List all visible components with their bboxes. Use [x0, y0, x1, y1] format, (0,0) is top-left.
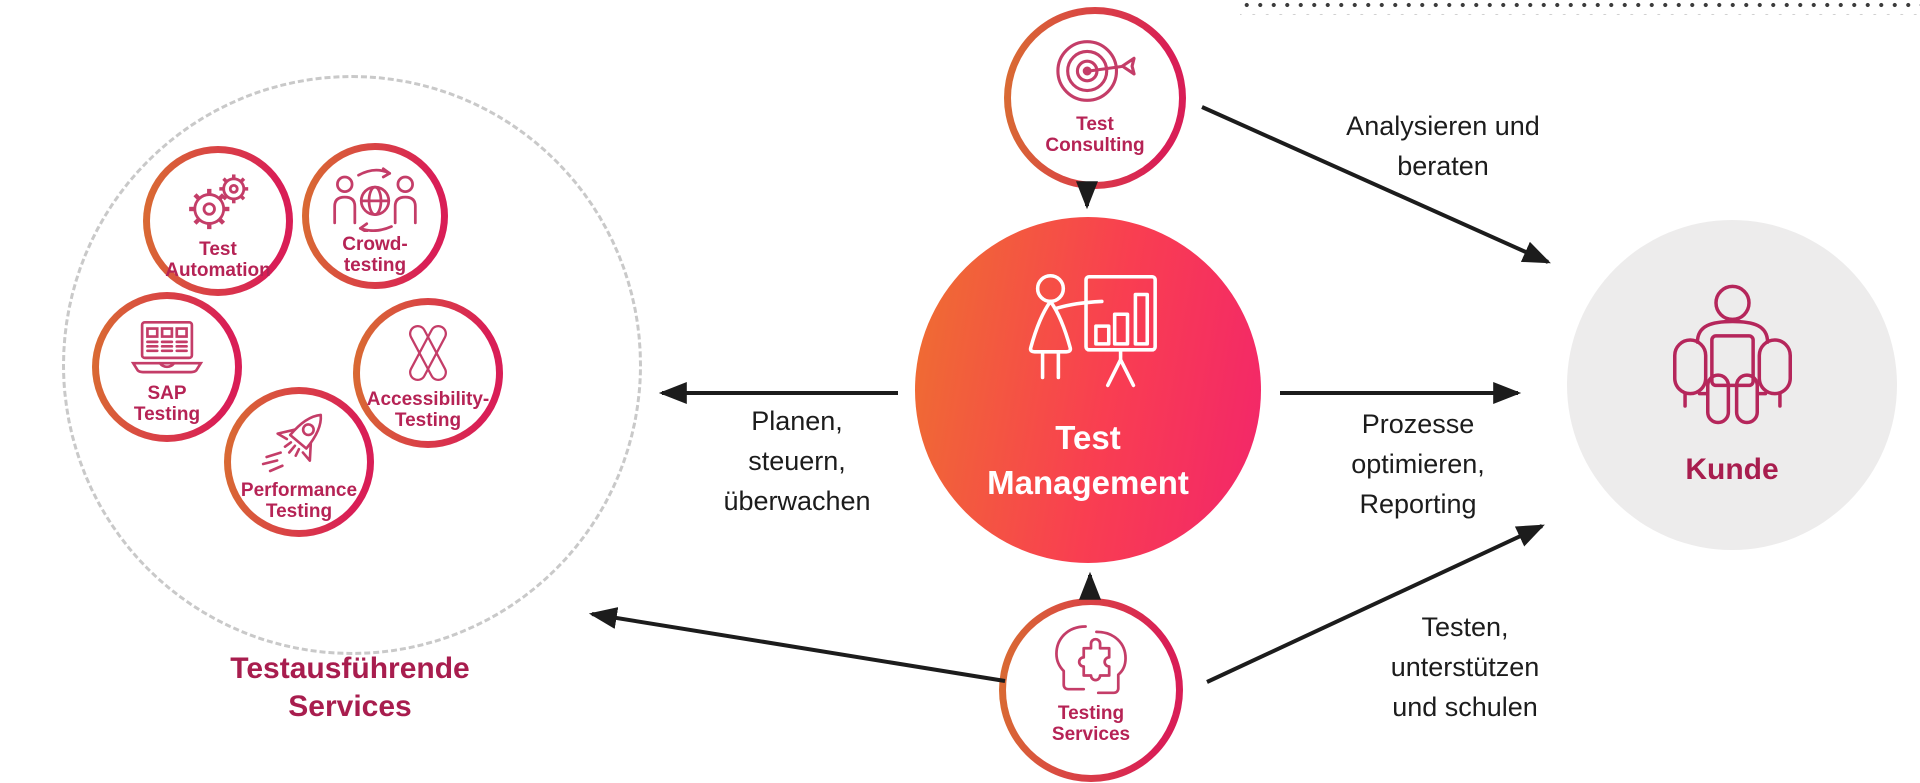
node-test-automation-inner: Test Automation — [150, 153, 286, 289]
presenter-icon — [1028, 273, 1157, 388]
decorative-dots-pattern — [1240, 0, 1920, 15]
node-label-testing-services: Testing Services — [1051, 703, 1131, 745]
arrow-testing-services-to-cluster — [588, 607, 1006, 683]
node-label-kunde: Kunde — [1685, 453, 1779, 486]
node-label-accessibility-testing: Accessibility- Testing — [366, 389, 490, 431]
arrow-label-testen: Testen, unterstützen und schulen — [1390, 612, 1540, 722]
node-test-consulting-inner: Test Consulting — [1011, 14, 1179, 182]
gears-icon — [189, 174, 249, 230]
node-label-test-automation: Test Automation — [165, 239, 271, 281]
node-accessibility-testing: Accessibility- Testing — [353, 298, 503, 448]
arrow-label-analysieren: Analysieren und beraten — [1346, 111, 1540, 181]
customer-armchair-icon — [1672, 284, 1792, 425]
node-label-performance-testing: Performance Testing — [240, 480, 358, 522]
node-crowd-testing: Crowd- testing — [302, 143, 448, 289]
node-testing-services-inner: Testing Services — [1006, 605, 1176, 775]
node-performance-testing-inner: Performance Testing — [231, 394, 367, 530]
node-sap-testing: SAP Testing — [92, 292, 242, 442]
node-label-test-consulting: Test Consulting — [1045, 114, 1145, 156]
node-label-crowd-testing: Crowd- testing — [342, 234, 408, 276]
node-accessibility-testing-inner: Accessibility- Testing — [360, 305, 496, 441]
node-test-automation: Test Automation — [143, 146, 293, 296]
testausfuehrende-services-group-circle — [62, 75, 642, 655]
node-label-test-management: Test Management — [987, 419, 1189, 501]
node-test-management: Test Management — [915, 217, 1261, 563]
node-sap-testing-inner: SAP Testing — [99, 299, 235, 435]
node-kunde: Kunde — [1567, 220, 1897, 550]
arrow-consulting-to-kunde — [1201, 105, 1551, 264]
left-cluster-title: Testausführende Services — [230, 652, 470, 723]
rocket-icon — [261, 413, 323, 473]
laptop-icon — [130, 321, 204, 374]
node-testing-services: Testing Services — [999, 598, 1183, 782]
node-label-sap-testing: SAP Testing — [133, 383, 201, 425]
crowd-globe-icon — [333, 167, 417, 232]
node-crowd-testing-inner: Crowd- testing — [309, 150, 441, 282]
arrow-label-prozesse: Prozesse optimieren, Reporting — [1351, 409, 1485, 519]
arrow-label-planen: Planen, steuern, überwachen — [723, 406, 871, 516]
arrow-testing-services-to-kunde — [1206, 524, 1545, 684]
ribbon-icon — [409, 324, 447, 382]
node-test-consulting: Test Consulting — [1004, 7, 1186, 189]
target-icon — [1056, 40, 1136, 102]
node-performance-testing: Performance Testing — [224, 387, 374, 537]
puzzle-heads-icon — [1055, 625, 1127, 695]
